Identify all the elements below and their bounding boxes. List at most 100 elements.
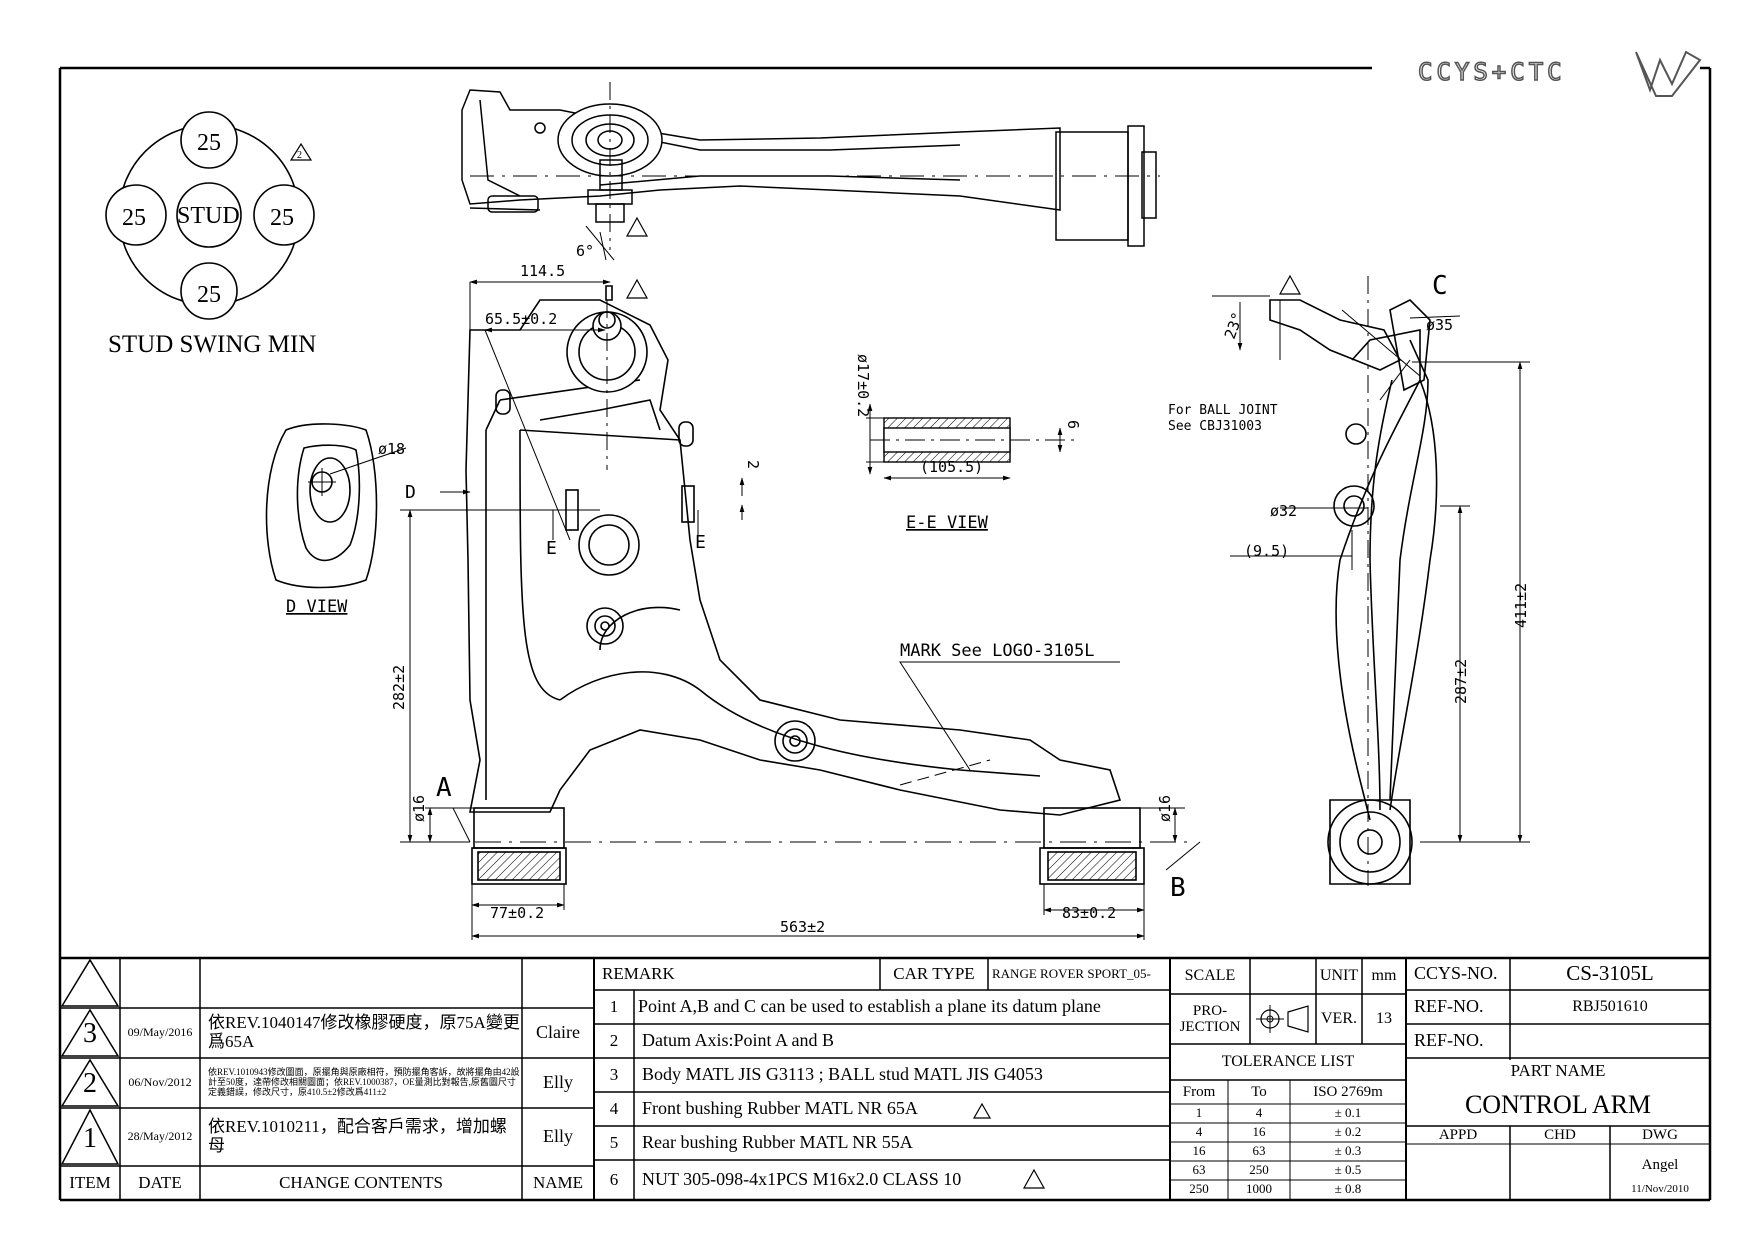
stud-swing-diagram [105, 111, 315, 320]
remark-label: REMARK [602, 963, 675, 983]
tolerance-list-title: TOLERANCE LIST [1221, 1053, 1355, 1071]
unit-value: mm [1371, 967, 1397, 985]
car-type-value: RANGE ROVER SPORT_05- [992, 965, 1151, 981]
appd-label: APPD [1438, 1126, 1478, 1143]
title-block-grid [60, 956, 1710, 1200]
tol-row-1-val: ± 0.1 [1334, 1105, 1362, 1121]
dim-17: ø17±0.2 [854, 354, 872, 417]
dim-105-5: (105.5) [920, 458, 983, 476]
rev-contents-1: 依REV.1010211，配合客戶需求，增加螺母 [208, 1117, 507, 1155]
side-view-labels: 23° C ø35 For BALL JOINT See CBJ31003 ø3… [1168, 271, 1530, 704]
section-e-label-2: E [695, 532, 706, 553]
dim-23deg: 23° [1221, 310, 1247, 342]
top-view-drawing [461, 82, 1160, 261]
rev-mark-2: 2 [297, 150, 302, 161]
rev-contents-3: 依REV.1040147修改橡膠硬度，原75A變更爲65A [208, 1013, 520, 1051]
projection-label: PRO-JECTION [1179, 1002, 1241, 1036]
scale-label: SCALE [1184, 967, 1236, 985]
remark-text-1: Point A,B and C can be used to establish… [638, 996, 1101, 1017]
rev-date-1: 28/May/2012 [127, 1129, 193, 1144]
mark-note: MARK See LOGO-3105L [900, 641, 1094, 661]
tol-row-4-to: 250 [1249, 1162, 1269, 1178]
remark-text-2: Datum Axis:Point A and B [642, 1030, 835, 1051]
drawn-by: Angel [1641, 1156, 1679, 1173]
logo-emblem-icon [1635, 50, 1702, 97]
tol-header-to: To [1251, 1083, 1267, 1100]
ref-no-value: RBJ501610 [1572, 998, 1648, 1016]
remark-no-2: 2 [609, 1030, 619, 1050]
car-type-label: CAR TYPE [893, 963, 975, 983]
rev-header-date: DATE [138, 1172, 182, 1192]
tol-row-4-val: ± 0.5 [1334, 1162, 1362, 1178]
unit-label: UNIT [1319, 967, 1359, 985]
dim-9-5: (9.5) [1244, 542, 1289, 560]
ee-view-labels: ø17±0.2 (105.5) 6 E-E VIEW [854, 354, 1082, 533]
part-name-label: PART NAME [1510, 1060, 1606, 1080]
dim-282: 282±2 [390, 665, 408, 710]
part-name-value: CONTROL ARM [1464, 1089, 1652, 1119]
dim-83: 83±0.2 [1062, 904, 1116, 922]
ccys-no-label: CCYS-NO. [1414, 963, 1498, 984]
tol-row-1-from: 1 [1195, 1105, 1203, 1121]
stud-angle-right: 25 [270, 205, 294, 231]
dim-563: 563±2 [780, 918, 825, 936]
rev-name-1: Elly [543, 1126, 573, 1147]
section-e-label-1: E [546, 538, 557, 559]
dim-16-b: ø16 [1156, 795, 1174, 822]
dwg-label: DWG [1642, 1126, 1678, 1143]
remark-text-3: Body MATL JIS G3113 ; BALL stud MATL JIS… [642, 1064, 1043, 1085]
stud-angle-left: 25 [122, 205, 146, 231]
tol-row-1-to: 4 [1255, 1105, 1263, 1121]
remark-no-3: 3 [609, 1064, 619, 1084]
tol-row-3-to: 63 [1252, 1143, 1266, 1159]
tol-row-5-val: ± 0.8 [1334, 1181, 1362, 1197]
logo-text: CCYS+CTC [1418, 58, 1566, 86]
ball-joint-note-1: For BALL JOINT [1168, 403, 1278, 418]
remark-text-5: Rear bushing Rubber MATL NR 55A [642, 1132, 913, 1153]
dim-16-a: ø16 [410, 795, 428, 822]
dim-18: ø18 [378, 440, 405, 458]
d-view-drawing [265, 423, 407, 589]
stud-center-label: STUD [177, 203, 240, 229]
dim-114-5: 114.5 [520, 262, 565, 280]
stud-swing-title: STUD SWING MIN [108, 331, 316, 358]
rev-header-contents: CHANGE CONTENTS [279, 1172, 443, 1192]
ref-no-value-2 [1510, 1024, 1710, 1058]
point-b-label: B [1170, 873, 1186, 903]
dim-32: ø32 [1270, 502, 1297, 520]
tol-row-5-to: 1000 [1246, 1181, 1272, 1197]
side-view-drawing [1212, 274, 1530, 886]
dim-35: ø35 [1426, 316, 1453, 334]
rev-date-2: 06/Nov/2012 [128, 1075, 192, 1090]
tol-row-4-from: 63 [1192, 1162, 1206, 1178]
tol-row-2-from: 4 [1195, 1124, 1203, 1140]
front-view-drawing [430, 278, 1201, 885]
rev-item-3: 3 [83, 1017, 97, 1049]
section-d-label: D [405, 482, 416, 503]
tol-row-5-from: 250 [1189, 1181, 1209, 1197]
chd-label: CHD [1544, 1126, 1576, 1143]
dim-77: 77±0.2 [490, 904, 544, 922]
remark-no-5: 5 [609, 1132, 619, 1152]
rev-name-2: Elly [543, 1072, 573, 1093]
company-logo: CCYS+CTC [1417, 50, 1702, 97]
rev-name-3: Claire [536, 1022, 580, 1043]
ref-no-label: REF-NO. [1414, 996, 1484, 1017]
rev-item-2: 2 [83, 1067, 97, 1099]
point-a-label: A [436, 773, 452, 803]
remark-no-1: 1 [609, 996, 619, 1016]
remark-no-6: 6 [609, 1169, 619, 1189]
ver-label: VER. [1321, 1010, 1357, 1028]
remark-no-4: 4 [609, 1098, 619, 1118]
dim-287: 287±2 [1452, 659, 1470, 704]
drawing-frame [58, 66, 1712, 1202]
stud-angle-top: 25 [197, 130, 221, 156]
tol-row-3-val: ± 0.3 [1334, 1143, 1362, 1159]
dim-6: 6 [1064, 420, 1082, 429]
point-c-label: C [1432, 271, 1448, 301]
ball-joint-note-2: See CBJ31003 [1168, 419, 1262, 434]
ee-view-title: E-E VIEW [906, 513, 989, 533]
dim-411: 411±2 [1512, 583, 1530, 628]
ver-value: 13 [1376, 1010, 1392, 1028]
